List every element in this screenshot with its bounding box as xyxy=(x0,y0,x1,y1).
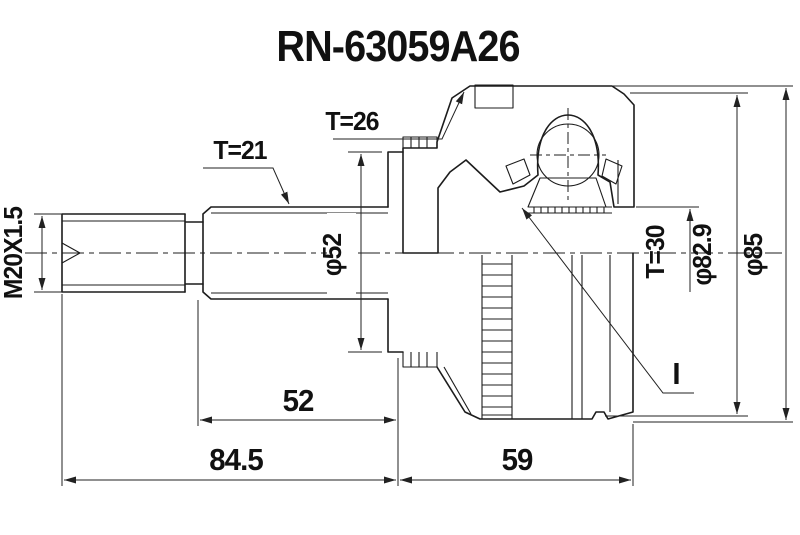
label-inner-race-teeth: T=30 xyxy=(641,225,670,279)
ball-bearing xyxy=(530,108,606,204)
abs-tone-ring-section xyxy=(474,84,514,109)
outer-race-section xyxy=(402,85,635,254)
dimension-lines xyxy=(34,85,793,486)
boot-groove-upper xyxy=(402,136,438,148)
dim-housing-length: 59 xyxy=(502,443,533,477)
label-ring-diameter: φ82.9 xyxy=(688,224,717,286)
label-detail-mark: I xyxy=(672,357,679,391)
threaded-stub-shaft xyxy=(61,213,204,293)
dim-shaft-length: 84.5 xyxy=(209,443,263,477)
splined-shaft xyxy=(202,151,404,353)
cage-section xyxy=(505,158,623,185)
label-shaft-spline-teeth: T=21 xyxy=(213,136,267,165)
drawing-labels: RN-63059A26 T=26 T=21 M20X1.5 φ52 T=30 φ… xyxy=(0,21,768,477)
label-outer-diameter: φ85 xyxy=(739,233,768,276)
label-thread-spec: M20X1.5 xyxy=(0,206,28,299)
housing-external-lower xyxy=(402,252,634,420)
label-stem-diameter: φ52 xyxy=(318,233,347,276)
inner-race-section xyxy=(527,177,612,214)
label-outer-ring-teeth: T=26 xyxy=(325,107,379,136)
part-number-title: RN-63059A26 xyxy=(276,21,519,70)
label-backplate xyxy=(327,213,356,297)
dim-spline-length: 52 xyxy=(283,384,314,418)
